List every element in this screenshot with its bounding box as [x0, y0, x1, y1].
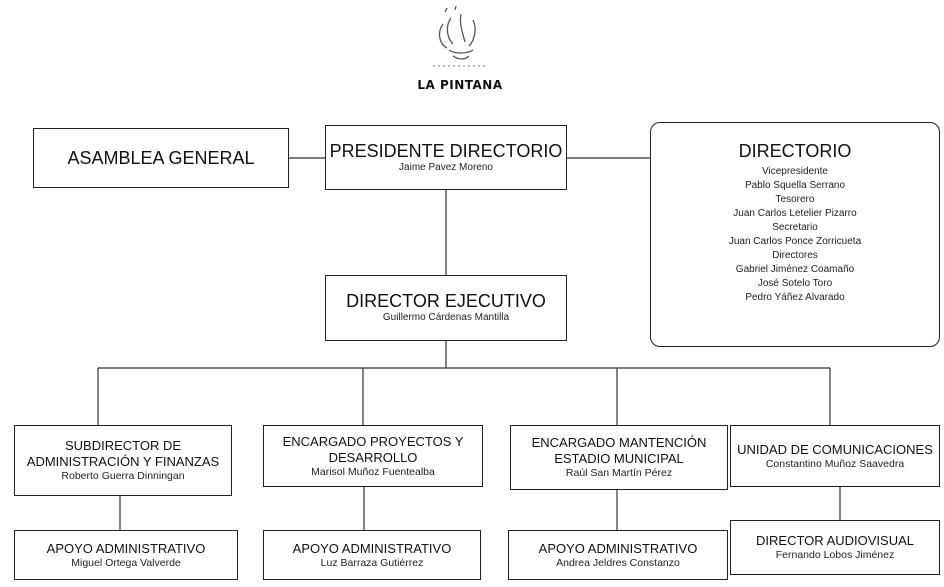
unit-name: Constantino Muñoz Saavedra: [765, 457, 905, 470]
directorio-line: Tesorero: [775, 194, 815, 205]
directorio-line: Secretario: [772, 222, 818, 233]
directorio-title: DIRECTORIO: [738, 141, 852, 161]
asamblea-general-box: ASAMBLEA GENERAL: [33, 128, 289, 188]
unit-title-line-1: ENCARGADO MANTENCIÓN: [531, 435, 707, 450]
directorio-line: Gabriel Jiménez Coamaño: [735, 264, 855, 275]
unit-sub-box-director-audiovisual: DIRECTOR AUDIOVISUAL Fernando Lobos Jimé…: [730, 520, 940, 575]
director-ejecutivo-box: DIRECTOR EJECUTIVO Guillermo Cárdenas Ma…: [325, 275, 567, 341]
unit-title-line-2: ADMINISTRACIÓN Y FINANZAS: [26, 454, 220, 469]
unit-title-line-1: ENCARGADO PROYECTOS Y: [282, 433, 464, 449]
asamblea-title: ASAMBLEA GENERAL: [67, 148, 255, 168]
unit-sub-title: APOYO ADMINISTRATIVO: [46, 540, 206, 556]
directorio-line: Pedro Yáñez Alvarado: [745, 292, 845, 303]
ejecutivo-title: DIRECTOR EJECUTIVO: [346, 291, 546, 311]
unit-sub-name: Andrea Jeldres Constanzo: [556, 556, 680, 569]
unit-box-encargado-mantencion: ENCARGADO MANTENCIÓN ESTADIO MUNICIPAL R…: [510, 425, 728, 490]
unit-box-unidad-comunicaciones: UNIDAD DE COMUNICACIONES Constantino Muñ…: [730, 425, 940, 487]
municipality-logo: LA PINTANA: [400, 4, 520, 102]
unit-title-line-1: SUBDIRECTOR DE: [64, 438, 182, 453]
directorio-line: José Sotelo Toro: [757, 278, 833, 289]
unit-title-line-2: DESARROLLO: [328, 449, 418, 465]
unit-sub-name: Luz Barraza Gutiérrez: [320, 556, 424, 569]
directorio-box: DIRECTORIO Vicepresidente Pablo Squella …: [650, 122, 940, 347]
unit-sub-title: APOYO ADMINISTRATIVO: [292, 540, 452, 556]
unit-title-line-2: ESTADIO MUNICIPAL: [554, 451, 684, 466]
unit-sub-box-apoyo-administrativo: APOYO ADMINISTRATIVO Miguel Ortega Valve…: [14, 530, 238, 580]
unit-sub-box-apoyo-administrativo: APOYO ADMINISTRATIVO Luz Barraza Gutiérr…: [263, 530, 481, 580]
unit-name: Roberto Guerra Dinningan: [61, 470, 185, 482]
directorio-line: Pablo Squella Serrano: [744, 180, 846, 191]
unit-name: Marisol Muñoz Fuentealba: [311, 465, 435, 478]
unit-sub-name: Fernando Lobos Jiménez: [775, 549, 895, 561]
unit-sub-box-apoyo-administrativo: APOYO ADMINISTRATIVO Andrea Jeldres Cons…: [508, 530, 728, 580]
directorio-line: Vicepresidente: [762, 166, 828, 177]
directorio-line: Juan Carlos Ponce Zorricueta: [728, 236, 862, 247]
unit-sub-name: Miguel Ortega Valverde: [71, 556, 181, 569]
ejecutivo-name: Guillermo Cárdenas Mantilla: [382, 312, 510, 323]
presidente-directorio-box: PRESIDENTE DIRECTORIO Jaime Pavez Moreno: [325, 125, 567, 190]
unit-sub-title: DIRECTOR AUDIOVISUAL: [756, 533, 914, 548]
presidente-title: PRESIDENTE DIRECTORIO: [329, 140, 563, 161]
unit-box-subdirector-administracion: SUBDIRECTOR DE ADMINISTRACIÓN Y FINANZAS…: [14, 425, 232, 496]
directorio-member-list: Vicepresidente Pablo Squella Serrano Tes…: [729, 165, 861, 305]
unit-sub-title: APOYO ADMINISTRATIVO: [538, 540, 698, 556]
unit-title-line-1: UNIDAD DE COMUNICACIONES: [737, 441, 933, 457]
municipal-emblem-icon: [433, 5, 485, 67]
logo-text: LA PINTANA: [417, 78, 503, 92]
directorio-line: Directores: [772, 250, 818, 261]
unit-name: Raúl San Martín Pérez: [565, 467, 673, 479]
unit-box-encargado-proyectos: ENCARGADO PROYECTOS Y DESARROLLO Marisol…: [263, 425, 483, 487]
directorio-line: Juan Carlos Letelier Pizarro: [733, 208, 857, 219]
presidente-name: Jaime Pavez Moreno: [399, 161, 493, 173]
